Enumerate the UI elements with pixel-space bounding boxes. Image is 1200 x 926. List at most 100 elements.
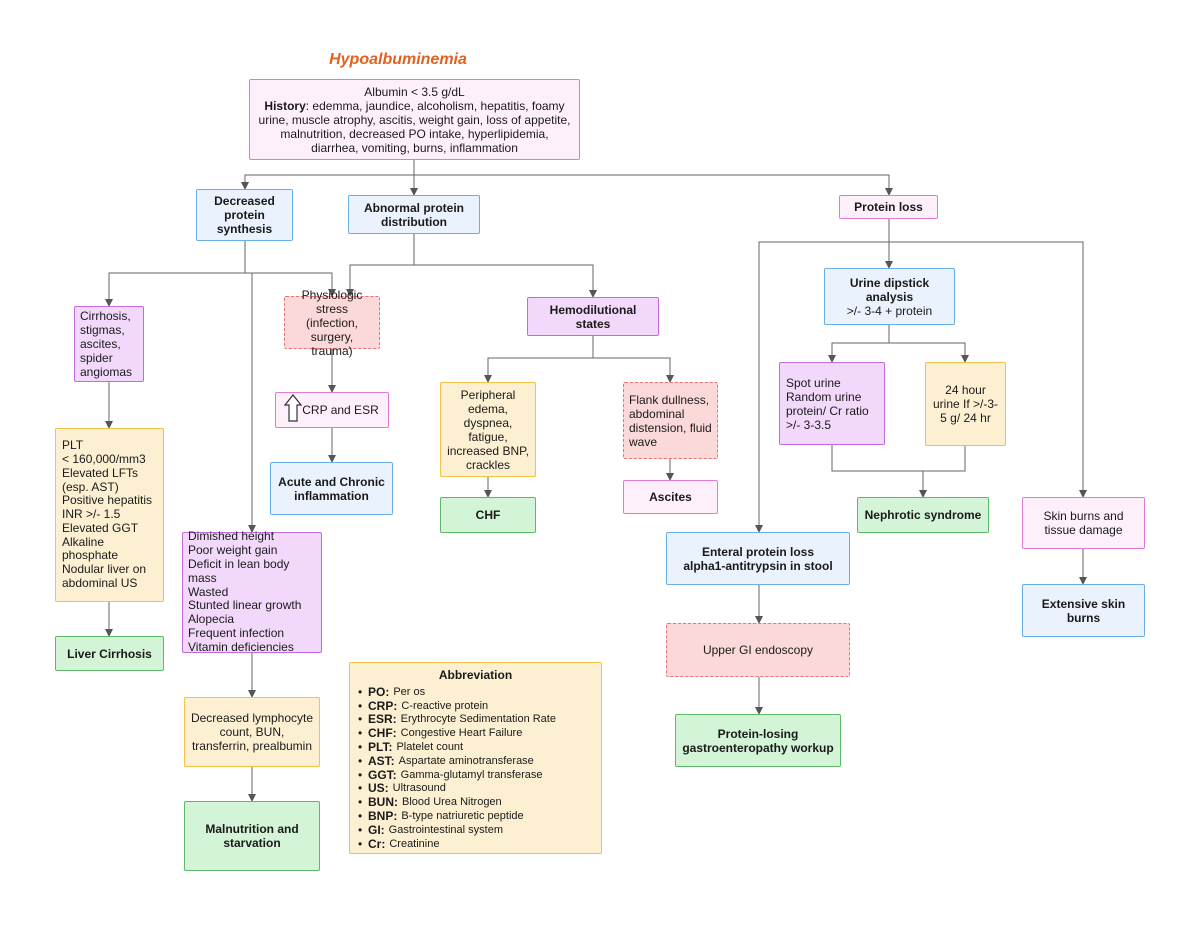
bullet-icon: • xyxy=(358,795,363,810)
abbreviation-item: •US:Ultrasound xyxy=(358,782,556,796)
skin-burns-box: Skin burns and tissue damage xyxy=(1022,497,1145,549)
abbreviation-value: C-reactive protein xyxy=(401,699,489,712)
connector xyxy=(889,342,969,363)
abbreviation-item: • ESR:Erythrocyte Sedimentation Rate xyxy=(358,713,556,727)
liver-lab-line: PLT xyxy=(62,438,84,453)
connector xyxy=(593,357,674,383)
abbreviation-key: GGT: xyxy=(368,767,397,782)
abbreviation-title: Abbreviation xyxy=(438,668,513,682)
connector xyxy=(484,336,594,383)
malnutrition-sign-line: Poor weight gain xyxy=(188,543,278,558)
liver-lab-line: Positive hepatitis xyxy=(62,493,153,508)
bullet-icon: • xyxy=(358,739,363,754)
malnutrition-sign-line: Vitamin deficiencies xyxy=(188,639,294,654)
connector xyxy=(346,234,415,297)
diagram-title: Hypoalbuminemia xyxy=(329,51,467,68)
liver-lab-line: < 160,000/mm3 xyxy=(62,451,146,466)
peripheral-edema-box: Peripheral edema, dyspnea, fatigue, incr… xyxy=(440,382,536,477)
liver-lab-line: Alkaline phosphate xyxy=(62,534,119,563)
connector xyxy=(414,264,597,298)
protein-losing-workup-box: Protein-losing gastroenteropathy workup xyxy=(675,714,841,767)
abbreviation-key: BUN: xyxy=(368,795,398,810)
abbreviation-value: Gastrointestinal system xyxy=(388,823,503,836)
cirrhosis-signs-box: Cirrhosis, stigmas, ascites, spider angi… xyxy=(74,306,144,382)
abbreviation-item: • BNP:B-type natriuretic peptide xyxy=(358,808,556,824)
abbreviation-key: CHF: xyxy=(368,726,397,741)
abbreviation-value: Gamma-glutamyl transferase xyxy=(400,768,543,781)
connector xyxy=(755,241,889,533)
up-arrow-icon xyxy=(284,394,302,422)
urine-dipstick-box: Urine dipstick analysis >/- 3-4 + protei… xyxy=(824,268,955,325)
albumin-threshold: Albumin < 3.5 g/dL xyxy=(364,84,465,99)
abbreviation-key: Cr: xyxy=(368,836,386,851)
abbreviation-list: •PO:Per os•CRP:C-reactive protein•ESR:Er… xyxy=(358,684,556,852)
abbreviation-item: •AST:Aspartate aminotransferase xyxy=(358,753,556,769)
malnutrition-labs-box: Decreased lymphocyte count, BUN, transfe… xyxy=(184,697,320,767)
connector xyxy=(828,325,890,363)
liver-lab-line: (esp. AST) xyxy=(62,479,119,494)
hemodilutional-states-box: Hemodilutional states xyxy=(527,297,659,336)
malnutrition-sign-line: Stunted linear growth xyxy=(188,598,302,613)
enteral-loss-line: alpha1-antitrypsin in stool xyxy=(683,558,833,573)
connector xyxy=(414,174,893,196)
abbreviation-item: •PLT:Platelet count xyxy=(358,739,556,755)
malnutrition-sign-line: Alopecia xyxy=(188,612,235,627)
abbreviation-item: •GI:Gastrointestinal system xyxy=(358,822,556,838)
enteral-loss-line: Enteral protein loss xyxy=(701,544,814,559)
abbreviation-value: B-type natriuretic peptide xyxy=(401,809,524,822)
abbreviation-value: Erythrocyte Sedimentation Rate xyxy=(400,713,556,726)
liver-lab-line: Elevated LFTs xyxy=(62,465,139,480)
upper-gi-endoscopy-box: Upper GI endoscopy xyxy=(666,623,850,677)
abbreviation-key: US: xyxy=(368,781,389,796)
spot-urine-line: >/- 3-3.5 xyxy=(786,417,832,432)
bullet-icon: • xyxy=(358,753,363,768)
root-albumin-box: Albumin < 3.5 g/dL History: edemma, jaun… xyxy=(249,79,580,160)
physiologic-stress-box: Physiologic stress (infection, surgery, … xyxy=(284,288,380,358)
urine-24h-box: 24 hour urine If >/-3-5 g/ 24 hr xyxy=(925,362,1006,446)
spot-urine-line: Spot urine xyxy=(786,375,841,390)
bullet-icon: • xyxy=(358,698,363,713)
malnutrition-sign-line: Deficit in lean body mass xyxy=(188,557,290,585)
malnutrition-sign-line: Frequent infection xyxy=(188,626,285,640)
decreased-protein-synthesis-box: Decreased protein synthesis xyxy=(196,189,293,241)
protein-loss-box: Protein loss xyxy=(839,195,938,219)
liver-lab-line: abdominal US xyxy=(62,576,138,591)
bullet-icon: • xyxy=(358,684,363,699)
abbreviation-value: Congestive Heart Failure xyxy=(400,727,523,740)
flank-dullness-box: Flank dullness, abdominal distension, fl… xyxy=(623,382,718,459)
malnutrition-starvation-box: Malnutrition and starvation xyxy=(184,801,320,871)
bullet-icon: • xyxy=(358,836,363,851)
liver-cirrhosis-box: Liver Cirrhosis xyxy=(55,636,164,671)
bullet-icon: • xyxy=(358,767,363,782)
abbreviation-key: CRP: xyxy=(368,698,398,713)
abbreviation-item: • CHF:Congestive Heart Failure xyxy=(358,726,556,741)
bullet-icon: • xyxy=(358,726,363,741)
abbreviation-item: • GGT:Gamma-glutamyl transferase xyxy=(358,767,556,783)
abbreviation-value: Blood Urea Nitrogen xyxy=(402,796,502,809)
connector xyxy=(831,445,966,472)
abbreviation-key: BNP: xyxy=(368,808,398,823)
abbreviation-key: ESR: xyxy=(368,712,397,727)
connector xyxy=(245,272,336,297)
abbreviation-key: PLT: xyxy=(368,739,393,754)
connector xyxy=(241,160,415,190)
abbreviation-key: GI: xyxy=(368,822,385,837)
chf-box: CHF xyxy=(440,497,536,533)
liver-lab-line: Nodular liver on xyxy=(62,562,147,577)
bullet-icon: • xyxy=(358,808,363,823)
liver-lab-line: Elevated GGT xyxy=(62,520,139,535)
malnutrition-sign-line: Dimished height xyxy=(188,529,275,544)
abbreviation-value: Per os xyxy=(393,685,426,698)
bullet-icon: • xyxy=(358,712,363,727)
history-label: History xyxy=(264,98,306,113)
abbreviation-item: •Cr:Creatinine xyxy=(358,836,556,852)
ascites-box: Ascites xyxy=(623,480,718,514)
